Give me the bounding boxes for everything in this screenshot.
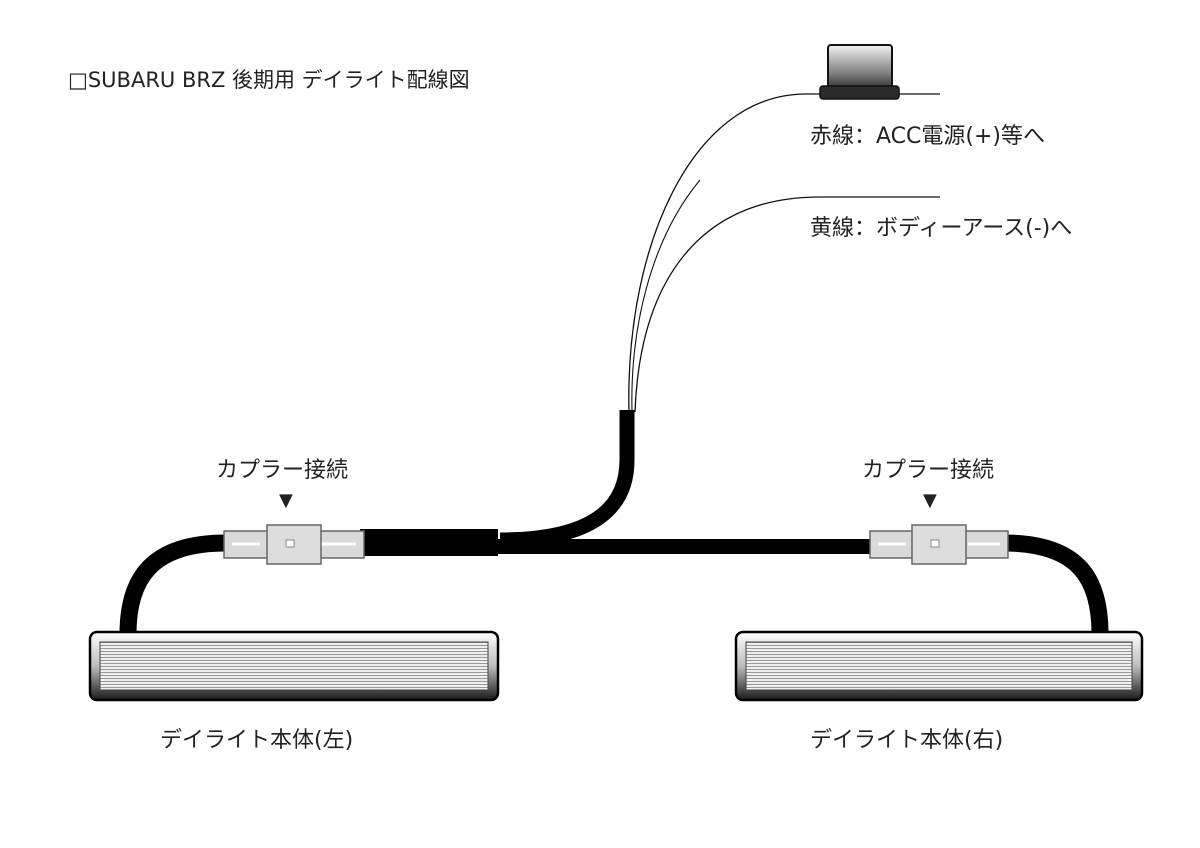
left-cable xyxy=(119,534,227,635)
acc-terminal-icon xyxy=(819,44,900,100)
right-cable xyxy=(1003,534,1109,635)
wire-bundle-strand xyxy=(631,179,701,413)
red-wire-label: 赤線：ACC電源(+)等へ xyxy=(810,124,1045,149)
left-daylight-body-icon xyxy=(88,630,500,702)
left-connector-icon xyxy=(223,524,365,565)
main-harness xyxy=(360,410,872,556)
coupler-left-label: カプラー接続 xyxy=(216,458,349,483)
coupler-left-marker-icon: ▼ xyxy=(279,490,293,511)
yellow-wire-label: 黄線：ボディーアース(-)へ xyxy=(810,216,1073,241)
right-connector-icon xyxy=(869,524,1009,565)
coupler-right-marker-icon: ▼ xyxy=(923,490,937,511)
diagram-title: □SUBARU BRZ 後期用 デイライト配線図 xyxy=(68,68,470,92)
yellow-wire xyxy=(634,196,940,413)
coupler-right-label: カプラー接続 xyxy=(862,458,995,483)
right-daylight-body-icon xyxy=(734,630,1144,702)
body-right-label: デイライト本体(右) xyxy=(810,728,1004,753)
body-left-label: デイライト本体(左) xyxy=(160,728,354,753)
red-wire xyxy=(628,93,940,413)
